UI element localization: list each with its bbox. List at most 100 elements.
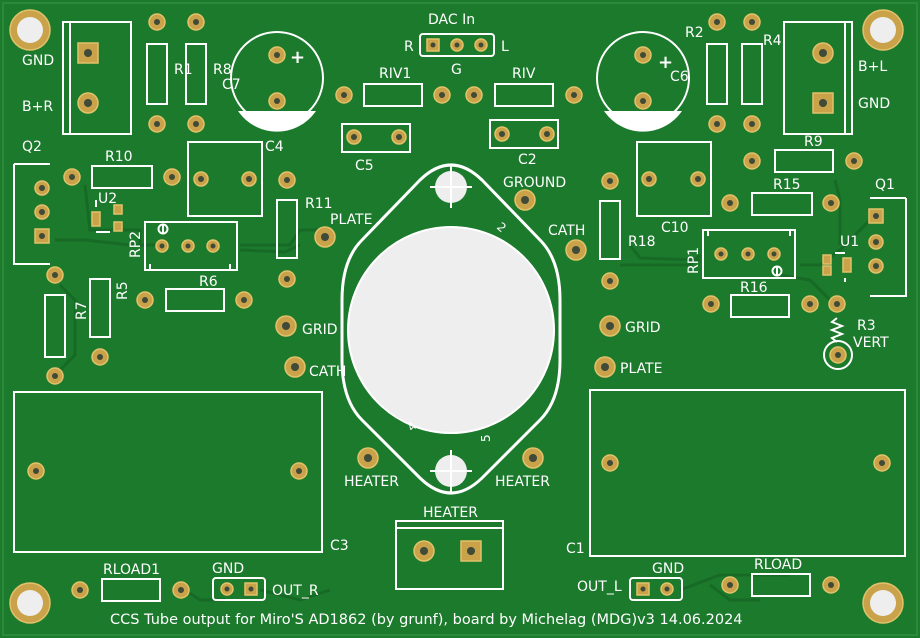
label-c7: C7 <box>222 77 241 93</box>
label-plus-c6: + <box>658 52 673 73</box>
label-dac-in: DAC In <box>428 12 475 28</box>
resistor-r10 <box>63 165 181 189</box>
label-r10: R10 <box>105 149 133 165</box>
label-riv: RIV <box>512 66 536 82</box>
label-out-l: OUT_L <box>577 579 622 595</box>
label-cath-left: CATH <box>309 364 346 380</box>
pad-plate-left <box>314 226 336 248</box>
label-grid-left: GRID <box>302 322 338 338</box>
pad-cath-left <box>284 356 306 378</box>
resistor-r16 <box>702 294 819 318</box>
label-r3: R3 <box>857 318 876 334</box>
resistor-r9 <box>743 149 863 173</box>
label-rp1: RP1 <box>686 247 702 274</box>
label-u2: U2 <box>98 191 117 207</box>
header-out-l <box>629 577 683 601</box>
label-r6: R6 <box>199 274 218 290</box>
label-gnd-tl: GND <box>22 53 54 69</box>
label-c3: C3 <box>330 538 349 554</box>
label-bplus-l: B+L <box>858 59 887 75</box>
pad-grid-right <box>599 315 621 337</box>
capacitor-c4 <box>187 141 263 217</box>
label-r5: R5 <box>115 281 131 300</box>
label-dac-g: G <box>451 62 462 78</box>
resistor-r18 <box>599 172 621 290</box>
label-gnd-bl: GND <box>212 561 244 577</box>
regulator-u2 <box>91 200 123 233</box>
resistor-r6 <box>136 288 253 312</box>
label-gnd-br: GND <box>652 561 684 577</box>
connector-heater <box>395 520 504 590</box>
label-c6: C6 <box>670 69 689 85</box>
header-dac-in <box>419 33 495 57</box>
pad-plate-right <box>594 356 616 378</box>
label-out-r: OUT_R <box>272 583 319 599</box>
connector-bplus-r <box>62 21 132 135</box>
resistor-r7 <box>44 266 66 385</box>
label-plate-right: PLATE <box>620 361 662 377</box>
resistor-r1 <box>146 13 168 133</box>
label-dac-l: L <box>501 39 509 55</box>
label-heater-left: HEATER <box>344 474 399 490</box>
label-c5: C5 <box>355 158 374 174</box>
label-rp2: RP2 <box>128 231 144 258</box>
tube-socket-outline <box>340 163 562 495</box>
label-heater-right: HEATER <box>495 474 550 490</box>
label-r9: R9 <box>804 134 823 150</box>
pad-cath-right <box>565 239 587 261</box>
resistor-r15 <box>721 192 840 216</box>
connector-bplus-l <box>783 21 853 135</box>
label-heater-connector: HEATER <box>423 505 478 521</box>
pad-grid-left <box>275 315 297 337</box>
label-r4: R4 <box>763 33 782 49</box>
trimmer-rp1 <box>702 229 796 279</box>
resistor-r4 <box>741 13 763 133</box>
label-c2: C2 <box>518 152 537 168</box>
label-r16: R16 <box>740 280 768 296</box>
label-cath-right: CATH <box>548 223 585 239</box>
label-r2: R2 <box>685 25 704 41</box>
label-r15: R15 <box>773 177 801 193</box>
transistor-q2 <box>13 163 50 265</box>
label-vert: VERT <box>853 335 889 351</box>
label-riv1: RIV1 <box>379 66 411 82</box>
header-out-r <box>212 577 266 601</box>
label-grid-right: GRID <box>625 320 661 336</box>
transistor-q1 <box>868 197 907 297</box>
label-q1: Q1 <box>875 177 895 193</box>
capacitor-c1 <box>589 389 906 557</box>
label-c4: C4 <box>265 139 284 155</box>
resistor-r8 <box>185 13 207 133</box>
label-r1: R1 <box>174 62 193 78</box>
board-footer-text: CCS Tube output for Miro'S AD1862 (by gr… <box>110 612 743 628</box>
resistor-rload <box>721 573 840 597</box>
resistor-rload1 <box>71 578 190 602</box>
trimmer-rp2 <box>144 221 238 271</box>
label-r18: R18 <box>628 234 656 250</box>
label-r7: R7 <box>74 301 90 320</box>
label-ground: GROUND <box>503 175 566 191</box>
resistor-r3 <box>823 295 853 370</box>
capacitor-c2 <box>489 119 559 149</box>
mount-hole-bl-drill <box>17 590 43 616</box>
label-gnd-tr: GND <box>858 96 890 112</box>
resistor-r5 <box>89 278 111 366</box>
label-bplus-r: B+R <box>22 99 53 115</box>
mount-hole-tl-drill <box>17 17 43 43</box>
label-r11: R11 <box>305 196 333 212</box>
capacitor-c10 <box>636 141 712 217</box>
tube-body <box>347 226 555 434</box>
label-plus-c7: + <box>290 47 305 68</box>
label-c10: C10 <box>661 220 689 236</box>
label-rload1: RLOAD1 <box>103 562 160 578</box>
label-u1: U1 <box>840 234 859 250</box>
label-rload: RLOAD <box>754 557 802 573</box>
mount-hole-br-drill <box>870 590 896 616</box>
trace-layer <box>53 179 877 602</box>
label-c1: C1 <box>566 541 585 557</box>
resistor-riv <box>465 83 583 107</box>
label-q2: Q2 <box>22 139 42 155</box>
label-dac-r: R <box>404 39 414 55</box>
